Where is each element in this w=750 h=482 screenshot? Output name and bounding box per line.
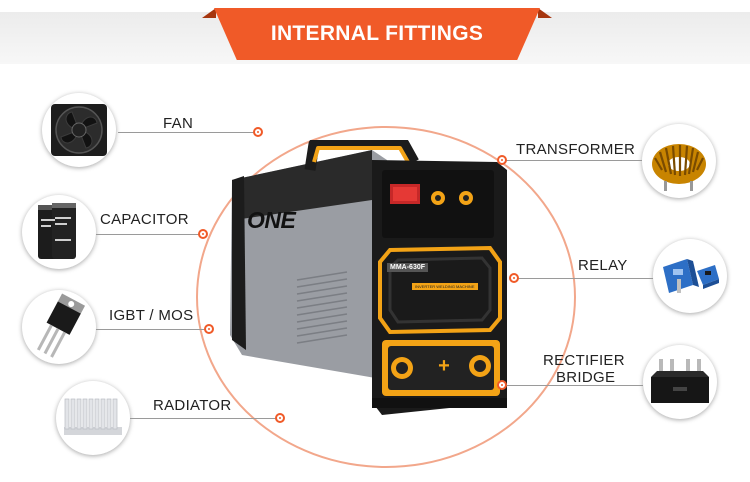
transformer-connector-line — [502, 160, 642, 161]
relay-label: RELAY — [578, 257, 628, 274]
radiator-label: RADIATOR — [153, 397, 232, 414]
transformer-label: TRANSFORMER — [516, 141, 636, 158]
fan-connector-line — [118, 132, 258, 133]
welding-machine-image: + ONE MMA-630F INVERTER WELDING MACHINE — [222, 140, 522, 440]
banner-fold-left — [202, 8, 216, 18]
svg-text:+: + — [438, 355, 450, 377]
capacitor-thumbnail — [22, 195, 96, 269]
title-banner: INTERNAL FITTINGS — [214, 8, 540, 60]
rectifier-label-line1: RECTIFIER — [543, 352, 625, 369]
rectifier-connector-line — [502, 385, 643, 386]
relay-icon — [663, 259, 719, 293]
radiator-connector-dot — [275, 413, 285, 423]
capacitor-connector-line — [96, 234, 202, 235]
page-title: INTERNAL FITTINGS — [270, 22, 484, 45]
rectifier-label-line2: BRIDGE — [556, 369, 616, 386]
bridge-rectifier-icon — [651, 359, 709, 403]
radiator-thumbnail — [56, 381, 130, 455]
fan-icon — [51, 104, 107, 156]
transistor-icon — [36, 293, 86, 358]
igbt-connector-dot — [204, 324, 214, 334]
transformer-thumbnail — [642, 124, 716, 198]
capacitor-connector-dot — [198, 229, 208, 239]
toroid-coil-icon — [652, 144, 706, 191]
capacitor-label: CAPACITOR — [100, 211, 189, 228]
capacitor-icon — [38, 203, 76, 259]
fan-label: FAN — [163, 115, 194, 132]
product-brand: ONE — [247, 207, 296, 233]
banner-fold-right — [538, 8, 552, 18]
radiator-connector-line — [130, 418, 278, 419]
product-strip: INVERTER WELDING MACHINE — [412, 283, 478, 290]
igbt-connector-line — [96, 329, 208, 330]
igbt-label: IGBT / MOS — [109, 307, 194, 324]
igbt-thumbnail — [22, 290, 96, 364]
fan-thumbnail — [42, 93, 116, 167]
rectifier-connector-dot — [497, 380, 507, 390]
highlight-ring — [196, 126, 576, 468]
relay-thumbnail — [653, 239, 727, 313]
relay-connector-line — [514, 278, 653, 279]
heatsink-icon — [64, 398, 122, 435]
relay-connector-dot — [509, 273, 519, 283]
welding-machine-illustration: + — [230, 140, 507, 415]
rectifier-thumbnail — [643, 345, 717, 419]
fan-connector-dot — [253, 127, 263, 137]
product-model: MMA-630F — [387, 263, 429, 272]
transformer-connector-dot — [497, 155, 507, 165]
